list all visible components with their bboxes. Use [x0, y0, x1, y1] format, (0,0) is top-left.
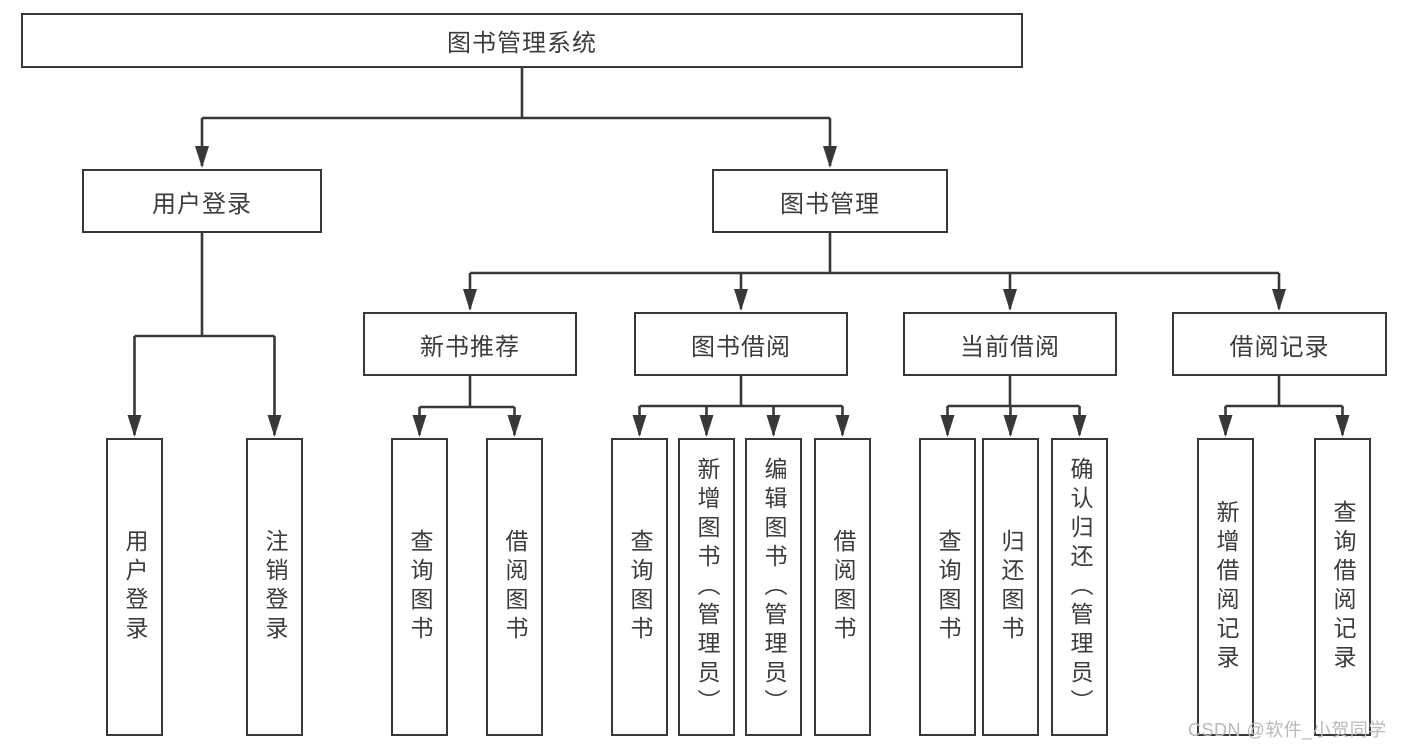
leaf-borrowing-add-books-admin: 新增图书（管理员）: [678, 438, 735, 736]
node-borrowing-records: 借阅记录: [1172, 312, 1387, 376]
leaf-current-confirm-return-admin: 确认归还（管理员）: [1051, 438, 1108, 736]
leaf-current-return-books: 归还图书: [982, 438, 1039, 736]
leaf-recommend-borrow-books: 借阅图书: [486, 438, 543, 736]
leaf-recommend-query-books: 查询图书: [391, 438, 448, 736]
node-root: 图书管理系统: [21, 13, 1023, 68]
leaf-records-add-record: 新增借阅记录: [1197, 438, 1254, 736]
leaf-borrowing-borrow-books: 借阅图书: [814, 438, 871, 736]
node-book-borrowing: 图书借阅: [634, 312, 848, 376]
node-user-login: 用户登录: [82, 169, 322, 233]
leaf-current-query-books: 查询图书: [919, 438, 976, 736]
leaf-user-login: 用户登录: [106, 438, 163, 736]
leaf-borrowing-edit-books-admin: 编辑图书（管理员）: [745, 438, 802, 736]
node-book-management: 图书管理: [712, 169, 948, 233]
node-current-borrowing: 当前借阅: [903, 312, 1117, 376]
leaf-borrowing-query-books: 查询图书: [611, 438, 668, 736]
leaf-records-query-record: 查询借阅记录: [1314, 438, 1371, 736]
node-new-book-recommend: 新书推荐: [363, 312, 577, 376]
leaf-logout: 注销登录: [246, 438, 303, 736]
csdn-watermark: CSDN @软件_小贺同学: [1188, 720, 1387, 740]
